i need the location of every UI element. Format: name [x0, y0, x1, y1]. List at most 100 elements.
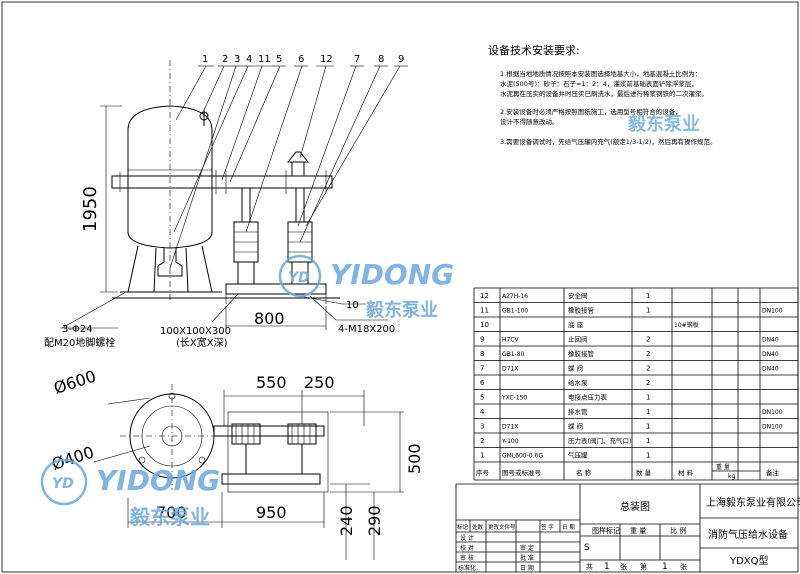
- main-header-pipe: [111, 175, 333, 189]
- balloon-2: 2: [222, 54, 228, 65]
- sign-approve: 审 定: [520, 544, 534, 552]
- sheet-no: 1: [662, 562, 668, 572]
- header-note: 备注: [766, 468, 780, 477]
- balloon-1: 1: [202, 54, 208, 65]
- part-no: 4: [480, 408, 485, 416]
- foot-callout-holes: 3-Φ24: [62, 324, 93, 335]
- part-no: 12: [480, 292, 489, 300]
- sign-review: 审 核: [460, 554, 474, 562]
- part-no: 5: [480, 394, 484, 402]
- company-name: 上海毅东泵业有限公司: [706, 496, 800, 509]
- header-code: 图号或标准号: [502, 468, 542, 477]
- balloon-10: 10: [346, 300, 359, 311]
- part-name: 安全阀: [568, 291, 588, 300]
- dim-500-label: 500: [405, 443, 424, 474]
- part-qty: 1: [646, 452, 650, 460]
- rev-header-mark: 标记: [457, 523, 469, 531]
- header-weight-unit: kg: [728, 473, 735, 480]
- foot-callout-bolts: 配M20地脚螺栓: [44, 336, 115, 349]
- part-qty: 1: [646, 408, 650, 416]
- notes-title: 设备技术安装要求:: [488, 43, 580, 57]
- balloon-9: 9: [398, 54, 404, 65]
- watermark-brand-en: YIDONG: [330, 258, 454, 291]
- weight-label: 重 量: [630, 527, 646, 535]
- watermark-brand-cn-2: 毅东泵业: [129, 505, 210, 529]
- part-material: 10#钢板: [674, 321, 699, 329]
- watermark-bottom-left: YD YIDONG 毅东泵业: [40, 458, 220, 529]
- tank-body: [127, 105, 213, 249]
- sheets-total-label: 共: [586, 562, 593, 571]
- part-code: H7CV: [502, 337, 520, 344]
- sign-design: 设 计: [460, 534, 474, 542]
- part-note: DN40: [762, 351, 779, 358]
- part-name: 压力表(阀门、充气口): [568, 436, 632, 445]
- dim-250-label: 250: [304, 373, 335, 392]
- part-no: 3: [480, 423, 484, 431]
- stage-mark: S: [584, 543, 590, 553]
- header-no: 序号: [476, 468, 490, 477]
- dim-950-label: 950: [256, 503, 287, 522]
- part-no: 7: [480, 365, 484, 373]
- balloon-group: 1 2 3 4 11 5 6 12 7 8 9 10: [202, 54, 404, 311]
- dim-290-label: 290: [365, 505, 384, 536]
- part-qty: 1: [646, 437, 650, 445]
- part-note: DN100: [762, 424, 783, 431]
- watermark-brand-en-2: YIDONG: [96, 464, 220, 497]
- header-weight: 重 量: [716, 463, 730, 471]
- bolt-callout: 4-M18X200: [338, 324, 395, 335]
- part-note: DN40: [762, 337, 779, 344]
- model-name: YDXQ型: [729, 554, 769, 567]
- dim-inner-dia-label: Ø400: [49, 442, 96, 473]
- part-qty: 1: [646, 292, 650, 300]
- sign-check: 校 对: [460, 544, 474, 552]
- part-note: DN100: [762, 409, 783, 416]
- marks-label: 图样标记: [592, 526, 620, 535]
- part-name: 止回阀: [568, 335, 588, 344]
- watermark-logo-letters-2: YD: [52, 476, 74, 492]
- foundation-size: 100X100X300: [160, 326, 231, 337]
- sign-date: 日 期: [520, 564, 534, 572]
- part-qty: 1: [646, 307, 650, 315]
- balloon-4: 4: [246, 54, 252, 65]
- watermark-brand-cn: 毅东泵业: [365, 299, 438, 321]
- rev-header-doc: 更改文件号: [488, 523, 516, 531]
- rev-header-sign: 签 字: [541, 523, 554, 531]
- balloon-6: 6: [298, 54, 304, 65]
- part-no: 6: [480, 379, 485, 387]
- product-name: 消防气压给水设备: [708, 528, 788, 541]
- part-qty: 2: [646, 350, 650, 358]
- title-block-text: 总装图 上海毅东泵业有限公司 消防气压给水设备 YDXQ型 图样标记 重 量 比…: [457, 496, 800, 572]
- part-note: DN100: [762, 308, 783, 315]
- part-name: 橡胶接管: [568, 306, 595, 315]
- balloon-7: 7: [354, 54, 360, 65]
- part-no: 9: [480, 336, 484, 344]
- part-note: DN40: [762, 366, 779, 373]
- part-no: 8: [480, 350, 484, 358]
- note-line-3: 水泥再在压实的设备井时压实已刷洗水，最后进行稀浆钢铁的二次灌浆。: [500, 89, 708, 98]
- pressure-gauge-icon: [199, 111, 209, 121]
- part-no: 10: [480, 321, 489, 329]
- watermark-logo-icon: [278, 254, 322, 298]
- watermark-top-right: 毅东泵业: [627, 113, 700, 135]
- rev-header-count: 处数: [472, 523, 484, 531]
- technical-notes: 设备技术安装要求: 1.根据当地地质情况按照本安装图选择地基大小，地基混凝土比例…: [488, 43, 717, 146]
- part-qty: 1: [646, 423, 650, 431]
- balloon-3: 3: [234, 54, 240, 65]
- watermark-center: YD YIDONG 毅东泵业: [278, 254, 454, 321]
- part-name: 气压罐: [568, 451, 588, 460]
- note-line-2: 水泥(500号)：砂子：石子=1：2：4，灌浆前基础表面铲除浮浆层，: [500, 79, 698, 88]
- part-code: GB1-80: [502, 351, 525, 358]
- note-line-6: 3.需要设备调试时，先给气压罐内充气(额定1/3-1/2)，然后再有操作规范。: [500, 137, 717, 146]
- part-code: YXC-150: [501, 395, 527, 402]
- part-code: GML600-0.6G: [502, 453, 543, 460]
- drawing-name: 总装图: [620, 500, 650, 513]
- part-name: 电接点压力表: [568, 393, 608, 402]
- pump-base: [225, 283, 327, 295]
- title-block: [455, 483, 798, 572]
- watermark-logo-letters: YD: [288, 270, 310, 286]
- dim-height-label: 1950: [80, 186, 101, 232]
- part-no: 1: [480, 452, 484, 460]
- balloon-11: 11: [258, 54, 271, 65]
- dim-width-label: 800: [254, 309, 285, 328]
